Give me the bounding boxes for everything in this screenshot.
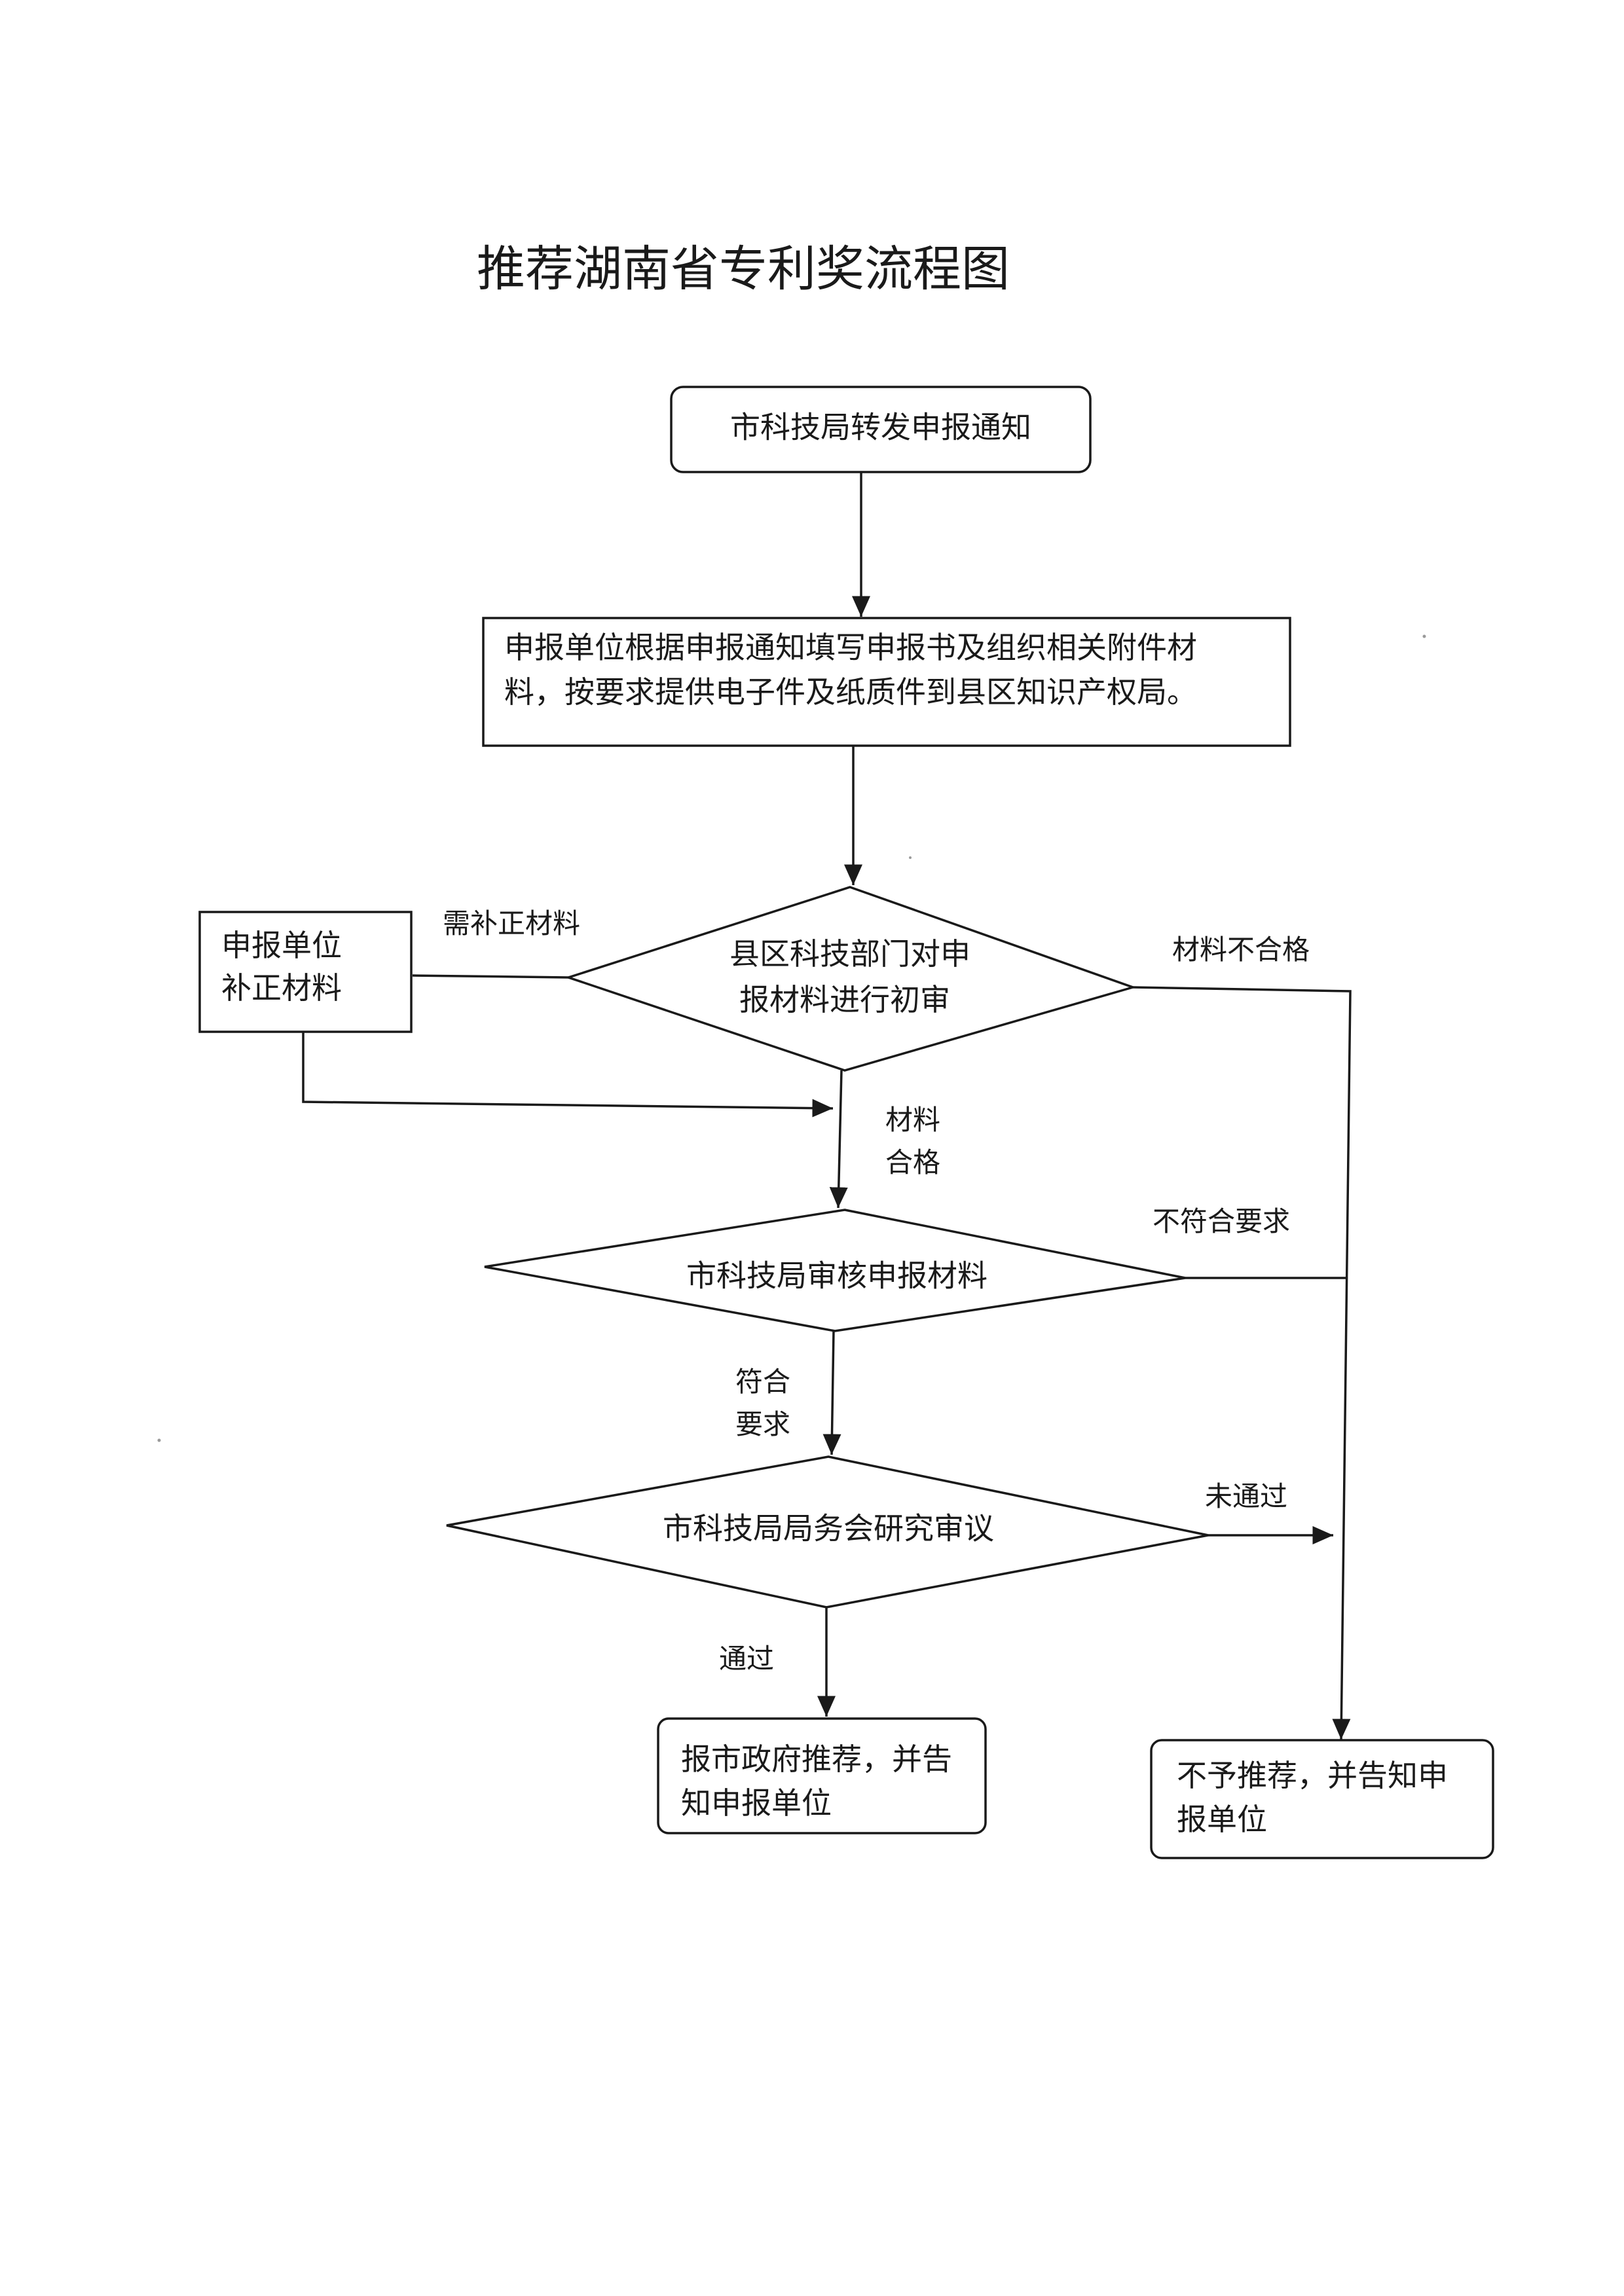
rounded-box <box>1150 1739 1494 1859</box>
node-notice: 市科技局转发申报通知 <box>670 386 1092 473</box>
node-notice-text: 市科技局转发申报通知 <box>730 410 1031 445</box>
scan-speck <box>1422 634 1426 638</box>
arrow-supplement-return <box>302 1032 834 1118</box>
node-reject-line-2: 报单位 <box>1177 1802 1267 1837</box>
line-initial-review-to-supplement <box>412 974 569 979</box>
edge-label-not-passed: 未通过 <box>1205 1480 1287 1512</box>
edge-label-compliant-line-2: 要求 <box>735 1408 790 1440</box>
node-fill-form-line-1: 申报单位根据申报通知填写申报书及组织相关附件材 <box>504 630 1197 665</box>
rounded-box <box>657 1717 987 1834</box>
edge-label-not-compliant: 不符合要求 <box>1153 1205 1290 1237</box>
scan-speck <box>909 856 912 859</box>
node-recommend: 报市政府推荐，并告 知申报单位 <box>657 1717 987 1834</box>
node-fill-form-line-2: 料，按要求提供电子件及纸质件到县区知识产权局。 <box>504 674 1197 710</box>
arrow-initial-review-to-city-review <box>829 1070 848 1209</box>
rect-box <box>482 617 1291 747</box>
scan-speck <box>157 1438 161 1442</box>
edge-label-passed: 通过 <box>719 1643 774 1675</box>
rounded-box <box>670 386 1092 473</box>
edge-label-compliant-line-1: 符合 <box>735 1366 790 1398</box>
node-supplement-line-2: 补正材料 <box>221 970 342 1006</box>
edge-label-qualified-line-2: 合格 <box>885 1146 940 1178</box>
node-city-review: 市科技局审核申报材料 <box>484 1209 1186 1332</box>
node-bureau-meeting: 市科技局局务会研究审议 <box>446 1455 1209 1609</box>
edge-label-materials-unqualified: 材料不合格 <box>1172 934 1310 966</box>
node-initial-review: 县区科技部门对申 报材料进行初审 <box>564 886 1137 1072</box>
arrow-city-review-to-bureau-meeting <box>822 1330 841 1455</box>
decision-diamond <box>564 886 1137 1072</box>
node-supplement-line-1: 申报单位 <box>221 928 342 963</box>
arrow-initial-review-to-reject <box>1132 986 1352 1740</box>
edge-label-need-supplement: 需补正材料 <box>443 907 580 939</box>
edge-label-qualified-line-1: 材料 <box>885 1104 940 1136</box>
node-supplement: 申报单位 补正材料 <box>198 911 413 1033</box>
node-city-review-text: 市科技局审核申报材料 <box>686 1258 987 1294</box>
node-reject-line-1: 不予推荐，并告知申 <box>1177 1758 1448 1793</box>
node-reject: 不予推荐，并告知申 报单位 <box>1150 1739 1494 1859</box>
node-initial-review-line-1: 县区科技部门对申 <box>729 936 970 972</box>
node-bureau-meeting-text: 市科技局局务会研究审议 <box>663 1511 994 1546</box>
page-title: 推荐湖南省专利奖流程图 <box>477 241 1010 297</box>
node-initial-review-line-2: 报材料进行初审 <box>739 982 950 1017</box>
rect-box <box>198 911 413 1033</box>
node-recommend-line-1: 报市政府推荐，并告 <box>681 1741 952 1777</box>
decision-diamond <box>484 1209 1186 1332</box>
node-fill-form: 申报单位根据申报通知填写申报书及组织相关附件材 料，按要求提供电子件及纸质件到县… <box>482 617 1291 747</box>
node-recommend-line-2: 知申报单位 <box>681 1785 832 1821</box>
